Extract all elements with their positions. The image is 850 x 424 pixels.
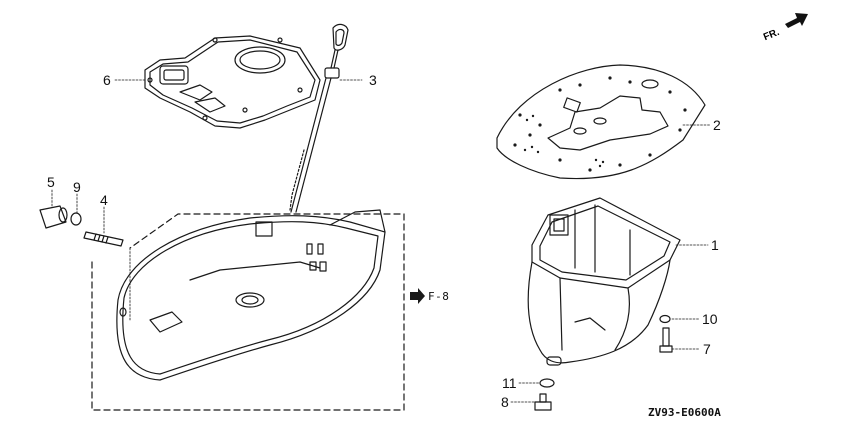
gasket-2-illustration bbox=[496, 64, 706, 180]
assembly-boundary bbox=[91, 213, 405, 411]
callout-11[interactable]: 11 bbox=[502, 375, 517, 391]
callout-1[interactable]: 1 bbox=[711, 237, 719, 253]
drain-bolt-8-illustration bbox=[534, 393, 552, 411]
stud-4-illustration bbox=[83, 231, 124, 247]
bolt-7-illustration bbox=[659, 327, 673, 353]
leader-lines bbox=[51, 79, 711, 403]
callout-8[interactable]: 8 bbox=[501, 394, 509, 410]
callout-7[interactable]: 7 bbox=[703, 341, 711, 357]
washer-10-illustration bbox=[659, 314, 671, 324]
callout-10[interactable]: 10 bbox=[702, 311, 718, 327]
callout-4[interactable]: 4 bbox=[100, 192, 108, 208]
cross-reference-arrow-icon bbox=[410, 288, 425, 304]
callout-6[interactable]: 6 bbox=[103, 72, 111, 88]
cross-reference-label[interactable]: F-8 bbox=[428, 290, 450, 303]
gasket-6-illustration bbox=[144, 35, 321, 129]
oil-pan-1-illustration bbox=[527, 197, 681, 366]
diagram-code: ZV93-E0600A bbox=[648, 406, 721, 419]
callout-9[interactable]: 9 bbox=[73, 179, 81, 195]
engine-cover-illustration bbox=[116, 209, 386, 381]
collar-5-illustration bbox=[39, 205, 68, 229]
washer-9-illustration bbox=[70, 212, 82, 226]
callout-2[interactable]: 2 bbox=[713, 117, 721, 133]
callout-5[interactable]: 5 bbox=[47, 174, 55, 190]
callout-3[interactable]: 3 bbox=[369, 72, 377, 88]
dipstick-3-illustration bbox=[289, 23, 349, 213]
front-direction-arrow-icon bbox=[785, 13, 808, 28]
washer-11-illustration bbox=[539, 378, 555, 388]
